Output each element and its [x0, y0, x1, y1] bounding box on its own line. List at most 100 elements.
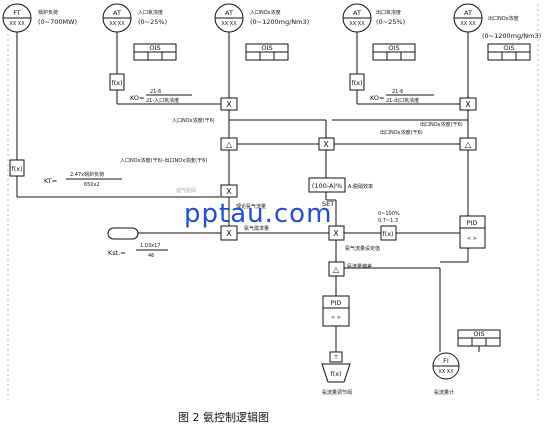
ois-label: OIS [261, 44, 272, 52]
pid-controller-lower: PID < > [322, 295, 350, 327]
sub-block-right: △ [459, 137, 477, 151]
ois-box-2: OIS [245, 43, 289, 61]
instrument-id: XX XX [109, 21, 125, 27]
mult-block-outlet: X [459, 97, 477, 111]
label-inlet-nox: 入口NOx浓度(干6) [172, 117, 215, 124]
svg-text:21-6: 21-6 [150, 89, 161, 95]
svg-text:X: X [226, 229, 232, 238]
ko-right-formula: KO= 21-6 21-出口氧浓度 [370, 89, 434, 104]
instrument-range: (0~1200mg/Nm3) [250, 18, 309, 26]
label-nox-difference: 入口NOx浓度(干6)-出口NOx浓度(干6) [120, 157, 207, 164]
instrument-tag: AT [353, 9, 361, 17]
svg-text:KO=: KO= [370, 94, 384, 102]
svg-text:650x2: 650x2 [84, 182, 100, 188]
ois-box-5: OIS [457, 329, 501, 347]
label-nh3-setpoint: 氨气流量设定值 [345, 245, 380, 252]
ois-box-4: OIS [487, 43, 531, 61]
fx-block-o2-left: f(x) [109, 73, 125, 91]
instrument-ft-load: FT XX XX 锅炉负荷 (0~700MW) [2, 3, 77, 33]
ois-label: OIS [473, 330, 484, 338]
svg-text:f(x): f(x) [382, 230, 393, 238]
svg-text:X: X [323, 140, 329, 149]
svg-text:< >: < > [467, 236, 477, 242]
svg-text:21-入口氧浓度: 21-入口氧浓度 [146, 97, 179, 104]
instrument-tag: AT [225, 9, 233, 17]
sub-block-left: △ [220, 137, 238, 151]
figure-caption: 图 2 氨控制逻辑图 [178, 410, 269, 424]
svg-text:FI: FI [443, 357, 449, 365]
instrument-fi-ammonia-flow: FI XX XX 氨流量计 [432, 352, 460, 396]
svg-text:< >: < > [331, 315, 341, 321]
instrument-range: (0~1200mg/Nm3) [482, 32, 541, 40]
svg-text:△: △ [465, 140, 472, 149]
svg-text:X: X [226, 187, 232, 196]
svg-text:X: X [226, 100, 232, 109]
mult-block-setpoint: X [328, 225, 345, 241]
svg-text:21-出口氧浓度: 21-出口氧浓度 [386, 97, 419, 104]
svg-text:△: △ [333, 265, 340, 274]
label-deviation: 氨流量偏差 [347, 263, 372, 270]
label-flue-gas: 理论氨气流量 [236, 203, 266, 210]
instrument-at-outlet-nox: AT XX XX 出口NOx浓度 (0~1200mg/Nm3) [453, 3, 541, 40]
valve-label: 氨流量调节阀 [322, 389, 352, 396]
ois-label: OIS [503, 44, 514, 52]
ko-left-formula: KO= 21-6 21-入口氧浓度 [130, 89, 192, 104]
ois-label: OIS [149, 44, 160, 52]
pid-controller-upper: PID < > [459, 215, 486, 249]
instrument-range: (0~25%) [138, 18, 167, 26]
instrument-desc: 出口氧浓度 [376, 9, 401, 16]
ois-label: OIS [388, 44, 399, 52]
svg-text:f(x): f(x) [111, 79, 122, 87]
ratio-label: 0~100% [378, 211, 400, 217]
svg-text:2.47x锅炉负荷: 2.47x锅炉负荷 [70, 171, 104, 178]
mult-block-kst: X [220, 225, 238, 241]
kst-input-pill [107, 227, 139, 240]
fx-block-o2-right: f(x) [349, 73, 365, 91]
instrument-range: (0~700MW) [38, 18, 77, 26]
set-label: SET [322, 200, 334, 208]
svg-text:f(x): f(x) [351, 79, 362, 87]
instrument-id: XX XX [221, 21, 237, 27]
svg-text:PID: PID [467, 219, 478, 227]
svg-text:f(x): f(x) [330, 370, 341, 378]
mult-block-inlet: X [220, 97, 238, 111]
instrument-at-inlet-nox: AT XX XX 入口NOx浓度 (0~1200mg/Nm3) [214, 3, 309, 33]
small-watermark: 烟气脱硝 [176, 187, 196, 194]
fx-block-ratio: f(x) [380, 225, 397, 241]
watermark: pptau.com [184, 199, 332, 229]
svg-text:46: 46 [148, 253, 154, 259]
ratio-sub-label: 0.7~1.3 [378, 218, 398, 224]
svg-text:Kst.=: Kst.= [108, 249, 126, 257]
mult-block-kt: X [220, 184, 238, 198]
ammonia-flow-label: 氨流量计 [434, 389, 454, 396]
svg-text:XX XX: XX XX [438, 369, 454, 375]
svg-text:△: △ [226, 140, 233, 149]
efficiency-setpoint-box: (100-A)% A:脱硝效率 SET [308, 177, 373, 208]
label-outlet-nox-dry: 出口NOx浓度(干6) [380, 129, 423, 136]
ammonia-control-valve: T f(x) 氨流量调节阀 [321, 351, 352, 396]
instrument-at-outlet-o2: AT XX XX 出口氧浓度 (0~25%) [342, 3, 405, 33]
instrument-at-inlet-o2: AT XX XX 入口氧浓度 (0~25%) [102, 3, 167, 33]
efficiency-note: A:脱硝效率 [348, 183, 373, 190]
sub-block-bottom: △ [328, 261, 345, 277]
svg-text:X: X [465, 100, 471, 109]
fx-block-load: f(x) [9, 159, 25, 177]
svg-text:(100-A)%: (100-A)% [312, 182, 342, 190]
svg-text:21-6: 21-6 [392, 89, 403, 95]
svg-text:f(x): f(x) [11, 165, 22, 173]
label-outlet-nox: 出口NOx浓度(干6) [420, 121, 463, 128]
mult-block-center: X [318, 137, 335, 151]
svg-text:1.03x17: 1.03x17 [140, 243, 160, 249]
instrument-desc: 出口NOx浓度 [488, 15, 519, 22]
instrument-tag: AT [464, 9, 472, 17]
svg-text:PID: PID [331, 299, 342, 307]
instrument-id: XX XX [349, 21, 365, 27]
instrument-desc: 锅炉负荷 [38, 9, 58, 16]
kst-formula: Kst.= 1.03x17 46 [108, 243, 168, 259]
instrument-id: XX XX [9, 21, 25, 27]
valve-tag: T [333, 355, 338, 361]
instrument-tag: AT [113, 9, 121, 17]
ois-box-3: OIS [372, 43, 416, 61]
